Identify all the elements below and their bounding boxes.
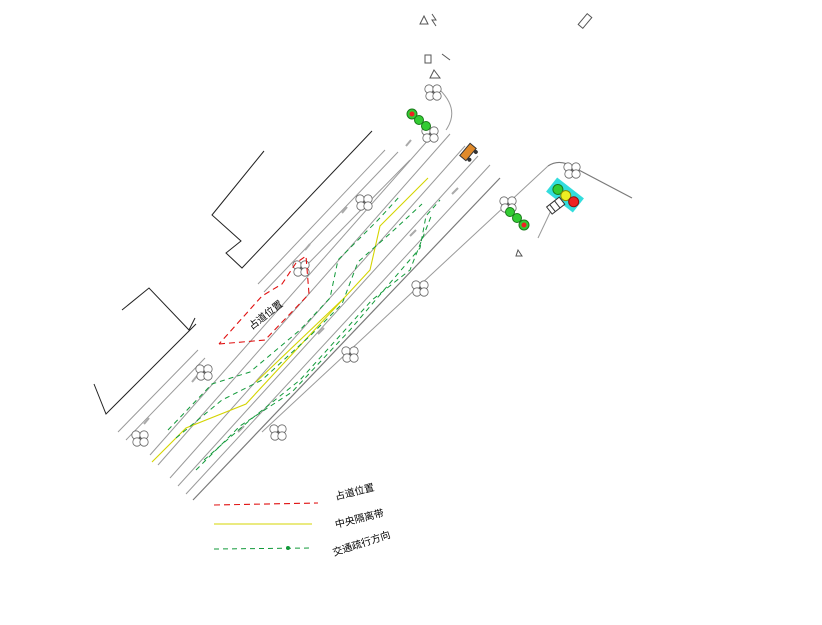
traffic-light-icon	[505, 207, 530, 231]
trees	[131, 84, 581, 447]
traffic-diversion-lines	[167, 195, 441, 471]
tree-icon	[292, 260, 310, 277]
tree-icon	[355, 194, 373, 211]
legend-swatch-occupation	[213, 502, 319, 506]
tree-icon	[195, 364, 213, 381]
lane-marks	[143, 139, 459, 433]
legend: 占道位置 中央隔离带 交通疏行方向	[213, 481, 392, 559]
construction-vehicle-icon	[459, 142, 478, 162]
tree-icon	[421, 126, 439, 143]
road-lanes	[117, 89, 633, 501]
tree-icon	[131, 430, 149, 447]
legend-item-traffic: 交通疏行方向	[213, 528, 392, 559]
tree-icon	[563, 162, 581, 179]
legend-item-occupation: 占道位置	[213, 481, 376, 506]
occupation-area-outline	[218, 254, 310, 345]
tree-icon	[341, 346, 359, 363]
tree-icon	[411, 280, 429, 297]
traffic-light-icon	[546, 177, 584, 213]
median-line-2	[255, 299, 343, 383]
tree-icon	[269, 424, 287, 441]
map-symbols	[419, 13, 593, 257]
median-line	[151, 177, 429, 463]
legend-label-traffic: 交通疏行方向	[331, 528, 392, 559]
tree-icon	[424, 84, 442, 101]
traffic-light-icon	[406, 108, 431, 131]
legend-swatch-traffic	[213, 547, 311, 550]
legend-arrow-mark	[286, 546, 290, 550]
legend-label-occupation: 占道位置	[334, 481, 376, 503]
signal-cabinet-icon	[545, 196, 566, 215]
legend-label-median: 中央隔离带	[334, 506, 386, 531]
legend-item-median: 中央隔离带	[214, 506, 385, 531]
building-outlines	[93, 130, 373, 415]
